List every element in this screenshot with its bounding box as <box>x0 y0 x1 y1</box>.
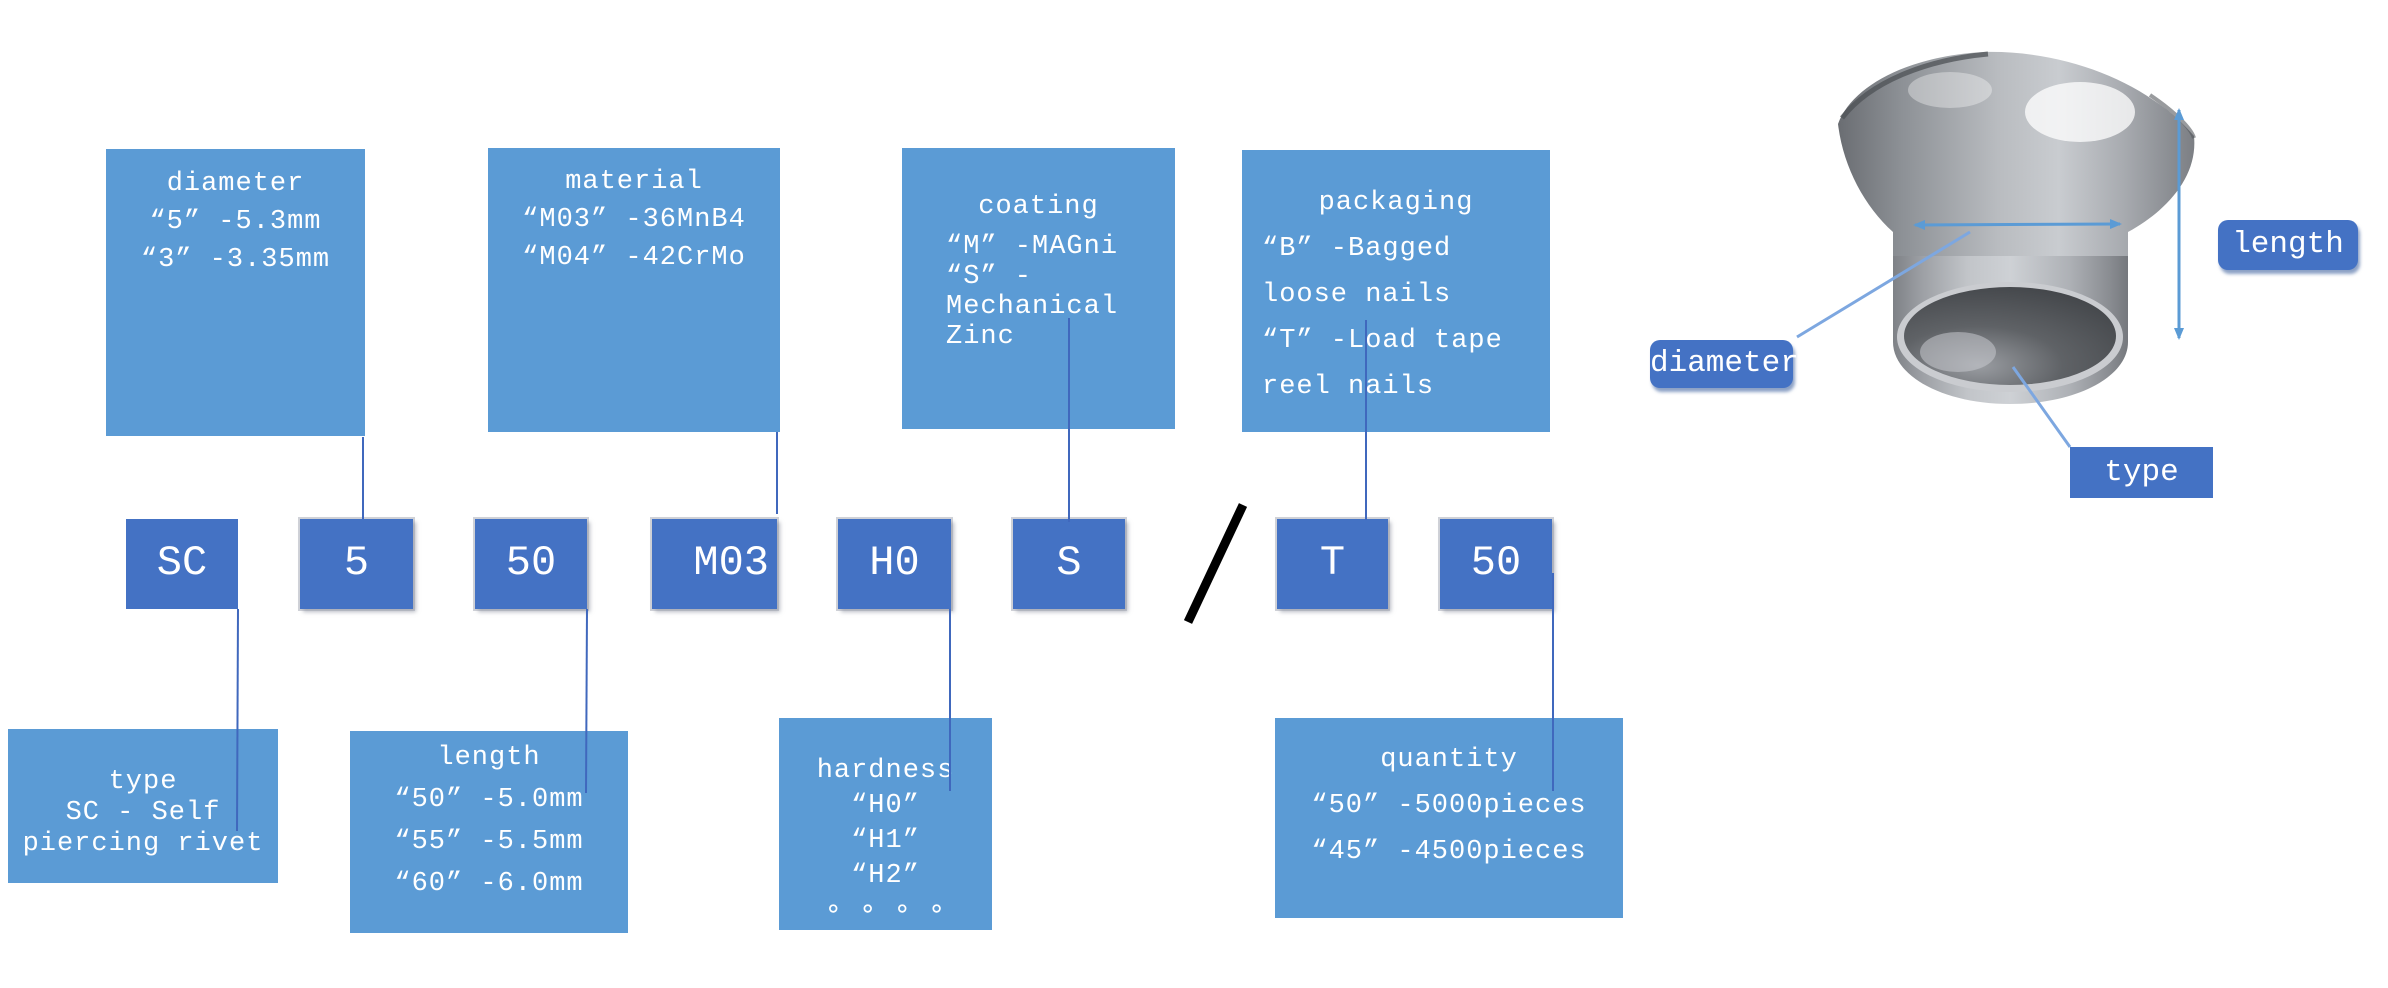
packaging-line: loose nails <box>1262 280 1452 310</box>
diameter-line: “5” -5.3mm <box>149 207 322 237</box>
code-box-hardness: H0 <box>838 519 951 609</box>
length-title: length <box>437 743 541 773</box>
type-line: piercing rivet <box>22 829 264 859</box>
hardness-dots: ∘ ∘ ∘ ∘ <box>825 896 946 926</box>
length-line: “60” -6.0mm <box>394 869 584 899</box>
type-badge: type <box>2070 447 2213 498</box>
diameter-arrow <box>1913 219 2122 230</box>
rivet-cavity-sheen <box>1920 332 1996 372</box>
material-line: “M04” -42CrMo <box>522 243 746 273</box>
diameter-line: “3” -3.35mm <box>140 245 331 275</box>
type-title: type <box>108 767 178 797</box>
hardness-title: hardness <box>816 756 955 786</box>
rivet-head-rim-right <box>2148 93 2196 139</box>
coating-info-box: coating “M” -MAGni “S” - Mechanical Zinc <box>902 148 1175 429</box>
hardness-line: “H1” <box>851 826 920 856</box>
quantity-info-box: quantity “50” -5000pieces “45” -4500piec… <box>1275 718 1623 918</box>
code-box-packaging: T <box>1277 519 1388 609</box>
diameter-title: diameter <box>166 169 305 199</box>
code-box-length: 50 <box>475 519 587 609</box>
coating-line: Mechanical <box>946 292 1119 322</box>
material-info-box: material “M03” -36MnB4 “M04” -42CrMo <box>488 148 780 432</box>
code-box-coating: S <box>1013 519 1125 609</box>
code-box-material: M03 <box>652 519 777 609</box>
coating-line: “M” -MAGni <box>946 232 1119 262</box>
hardness-line: “H0” <box>851 791 920 821</box>
length-badge: length <box>2218 220 2358 270</box>
rivet-cavity <box>1904 287 2116 385</box>
type-info-box: type SC - Self piercing rivet <box>8 729 278 883</box>
separator-slash <box>1183 503 1248 624</box>
rivet-highlight <box>2025 82 2135 142</box>
rivet-highlight-left <box>1908 72 1992 108</box>
packaging-title: packaging <box>1318 188 1474 218</box>
rivet-head <box>1838 51 2195 256</box>
diameter-info-box: diameter “5” -5.3mm “3” -3.35mm <box>106 149 365 436</box>
quantity-line: “50” -5000pieces <box>1311 791 1587 821</box>
hardness-info-box: hardness “H0” “H1” “H2” ∘ ∘ ∘ ∘ <box>779 718 992 930</box>
coating-title: coating <box>978 192 1099 222</box>
rivet-head-rim <box>1840 51 1989 120</box>
packaging-info-box: packaging “B” -Bagged loose nails “T” -L… <box>1242 150 1550 432</box>
hardness-line: “H2” <box>851 861 920 891</box>
material-line: “M03” -36MnB4 <box>522 205 746 235</box>
packaging-line: reel nails <box>1262 372 1435 402</box>
code-box-quantity: 50 <box>1440 519 1552 609</box>
material-title: material <box>565 167 703 197</box>
type-line: SC - Self <box>65 798 221 828</box>
length-line: “55” -5.5mm <box>394 827 584 857</box>
type-pointer-line <box>2011 366 2072 448</box>
coating-line: Zinc <box>946 322 1015 352</box>
quantity-title: quantity <box>1380 745 1518 775</box>
code-box-diameter: 5 <box>300 519 413 609</box>
length-info-box: length “50” -5.0mm “55” -5.5mm “60” -6.0… <box>350 731 628 933</box>
coating-line: “S” - <box>946 262 1033 292</box>
rivet-bottom-rim <box>1897 282 2123 392</box>
diameter-badge: diameter <box>1650 340 1799 388</box>
length-line: “50” -5.0mm <box>394 785 584 815</box>
quantity-line: “45” -4500pieces <box>1311 837 1587 867</box>
packaging-line: “T” -Load tape <box>1262 326 1503 356</box>
diameter-pointer-line <box>1796 230 1971 339</box>
rivet-body <box>1893 250 2128 404</box>
packaging-line: “B” -Bagged <box>1262 234 1452 264</box>
code-box-type: SC <box>126 519 238 609</box>
